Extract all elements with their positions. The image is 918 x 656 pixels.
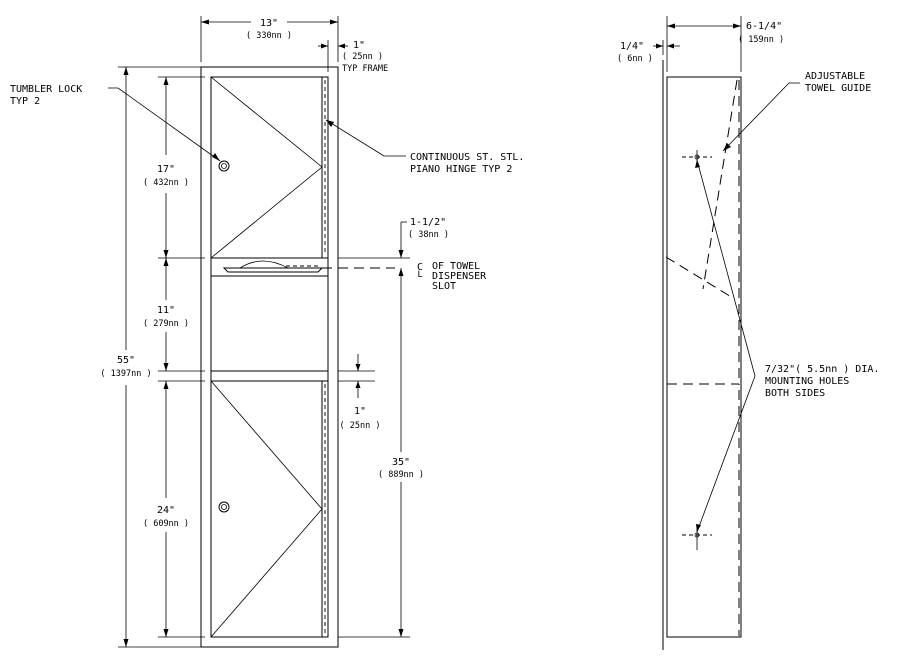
outer-frame xyxy=(200,66,339,648)
centerline-line1: OF TOWEL xyxy=(432,261,480,272)
width-dimension: 13" ( 330nn ) xyxy=(200,14,339,62)
width-metric: ( 330nn ) xyxy=(246,31,292,41)
tumbler-lock-line2: TYP 2 xyxy=(10,96,40,107)
hinge-callout: CONTINUOUS ST. STL. PIANO HINGE TYP 2 xyxy=(325,119,524,175)
slot-height-dimension: 35" ( 889nn ) xyxy=(338,284,424,638)
towel-slot-zone xyxy=(211,260,328,382)
side-view: 6-1/4" ( 159nn ) 1/4" ( 6nn ) ADJUSTABLE… xyxy=(617,16,879,650)
hinge-line1: CONTINUOUS ST. STL. xyxy=(410,152,524,163)
frame-note: TYP FRAME xyxy=(342,64,388,74)
mounting-holes-callout: 7/32"( 5.5nn ) DIA. MOUNTING HOLES BOTH … xyxy=(695,159,879,533)
slot-offset-imperial: 1-1/2" xyxy=(410,217,446,228)
hinge-line2: PIANO HINGE TYP 2 xyxy=(410,164,512,175)
upper-door xyxy=(210,76,328,259)
slot-centerline: C L OF TOWEL DISPENSER SLOT xyxy=(322,261,487,292)
svg-text:L: L xyxy=(417,270,422,280)
flange-metric: ( 6nn ) xyxy=(617,54,653,64)
slot-offset-dimension: 1-1/2" ( 38nn ) xyxy=(338,217,449,284)
centerline-symbol: C xyxy=(417,262,423,273)
inner-opening xyxy=(210,76,329,638)
slot-offset-metric: ( 38nn ) xyxy=(408,230,449,240)
mounting-holes-line3: BOTH SIDES xyxy=(765,388,825,399)
mounting-holes-line1: 7/32"( 5.5nn ) DIA. xyxy=(765,364,879,375)
frame-imperial: 1" xyxy=(353,40,365,51)
towel-guide-line1: ADJUSTABLE xyxy=(805,71,865,82)
mounting-holes-line2: MOUNTING HOLES xyxy=(765,376,849,387)
overall-height-imperial: 55" xyxy=(117,355,135,366)
gap-dimension: 1" ( 25nn ) xyxy=(338,354,380,431)
middle-metric: ( 279nn ) xyxy=(143,319,189,329)
side-body xyxy=(666,76,742,638)
overall-height-metric: ( 1397nn ) xyxy=(100,369,151,379)
depth-dimension: 6-1/4" ( 159nn ) xyxy=(666,16,784,72)
flange-dimension: 1/4" ( 6nn ) xyxy=(617,40,680,64)
lower-door-imperial: 24" xyxy=(157,505,175,516)
frame-metric: ( 25nn ) xyxy=(342,52,383,62)
frame-dimension: 1" ( 25nn ) TYP FRAME xyxy=(318,40,388,74)
gap-imperial: 1" xyxy=(354,406,366,417)
towel-slot-icon xyxy=(222,267,324,273)
depth-metric: ( 159nn ) xyxy=(738,35,784,45)
overall-height-dimension: 55" ( 1397nn ) xyxy=(100,66,205,648)
towel-guide-line2: TOWEL GUIDE xyxy=(805,83,871,94)
upper-door-metric: ( 432nn ) xyxy=(143,178,189,188)
upper-lock-icon xyxy=(218,160,230,172)
front-view: 13" ( 330nn ) 1" ( 25nn ) TYP FRAME TUMB… xyxy=(10,14,524,648)
upper-door-imperial: 17" xyxy=(157,164,175,175)
width-imperial: 13" xyxy=(260,18,278,29)
depth-imperial: 6-1/4" xyxy=(746,21,782,32)
lower-door-metric: ( 609nn ) xyxy=(143,519,189,529)
tumbler-lock-line1: TUMBLER LOCK xyxy=(10,84,82,95)
upper-door-dimension: 17" ( 432nn ) xyxy=(143,76,205,259)
middle-dimension: 11" ( 279nn ) xyxy=(143,258,205,372)
centerline-line2: DISPENSER xyxy=(432,271,487,282)
centerline-line3: SLOT xyxy=(432,281,456,292)
tumbler-lock-callout: TUMBLER LOCK TYP 2 xyxy=(10,84,221,162)
towel-guide-callout: ADJUSTABLE TOWEL GUIDE xyxy=(722,71,871,152)
gap-metric: ( 25nn ) xyxy=(340,421,381,431)
slot-height-metric: ( 889nn ) xyxy=(378,470,424,480)
flange-imperial: 1/4" xyxy=(620,41,644,52)
slot-height-imperial: 35" xyxy=(392,457,410,468)
lower-lock-icon xyxy=(218,501,230,513)
middle-imperial: 11" xyxy=(157,305,175,316)
lower-door-dimension: 24" ( 609nn ) xyxy=(143,380,205,638)
lower-door xyxy=(210,380,326,638)
